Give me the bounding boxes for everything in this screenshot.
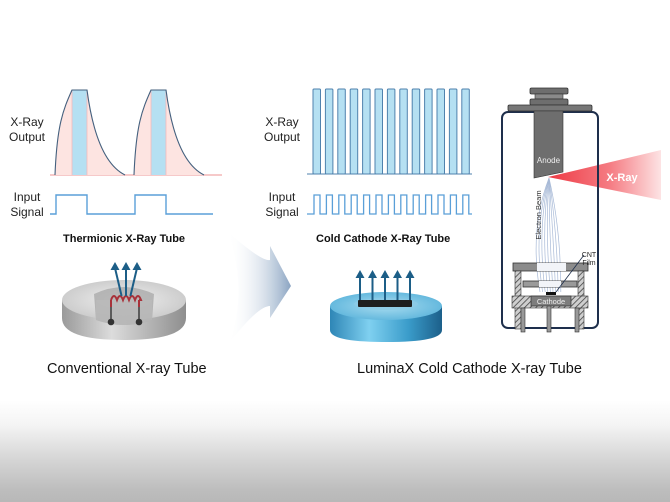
luminax-tube-illustration (330, 292, 442, 342)
thermionic-input-signal-waveform (50, 194, 213, 215)
decay-area (55, 90, 125, 175)
electron-beam-line (546, 177, 551, 293)
output-pulse (374, 88, 383, 175)
label-line: Signal (10, 205, 44, 219)
output-pulse (362, 88, 371, 175)
output-pulse (448, 88, 458, 175)
emission-arrow-head-icon (393, 270, 402, 278)
cold-cathode-title: Cold Cathode X-Ray Tube (316, 233, 451, 245)
cold-cathode-tube-cross-section: Anode X-Ray Electron Beam CNT Film Catho… (501, 87, 661, 333)
transition-arrow (228, 232, 291, 342)
conventional-caption: Conventional X-ray Tube (47, 361, 207, 377)
input-square-wave (307, 194, 472, 215)
emission-arrow-head-icon (368, 270, 377, 278)
cold-cathode-input-signal-waveform (307, 194, 472, 215)
label-line: Input (13, 190, 41, 204)
label-line: X-Ray (10, 115, 44, 129)
pulse-bar (151, 90, 166, 175)
cnt-film-label-line1: CNT (582, 252, 597, 259)
output-curve (133, 89, 205, 176)
output-pulse (324, 88, 334, 175)
cnt-emitter-chip (358, 300, 412, 307)
anode (533, 110, 564, 179)
output-pulse (461, 88, 470, 175)
electron-beam-line (538, 177, 550, 293)
output-pulse (436, 88, 445, 175)
output-pulse (337, 88, 346, 175)
electron-beam-line (535, 177, 550, 293)
label-line: Signal (265, 205, 299, 219)
emission-arrow-head-icon (380, 270, 390, 278)
electron-beam-line (548, 177, 562, 293)
emission-arrow-shaft (114, 267, 123, 297)
decay-area (134, 90, 204, 175)
output-pulse (349, 88, 359, 175)
cold-cathode-xray-output-waveform (307, 88, 472, 175)
cnt-film (546, 292, 556, 295)
luminax-caption: LuminaX Cold Cathode X-ray Tube (357, 361, 582, 377)
output-pulse (312, 88, 321, 175)
electron-beam (535, 177, 562, 293)
thermionic-input-signal-label: Input Signal (4, 190, 50, 220)
thermionic-xray-output-label: X-Ray Output (2, 115, 52, 145)
cathode-label: Cathode (537, 297, 565, 306)
emission-arrow-head-icon (405, 270, 415, 278)
label-line: Output (8, 130, 46, 144)
thermionic-title: Thermionic X-Ray Tube (63, 233, 186, 245)
terminal-dot-icon (135, 318, 143, 326)
cnt-film-label-line2: Film (582, 260, 595, 267)
cold-cathode-input-signal-label: Input Signal (259, 190, 305, 220)
label-line: Output (263, 130, 301, 144)
conventional-emission-arrows (110, 262, 142, 297)
emission-arrow-shaft (129, 267, 138, 297)
electron-beam-line (541, 177, 550, 293)
anode-label: Anode (537, 156, 561, 165)
electron-beam-line (544, 177, 550, 293)
thermionic-xray-output-waveform (50, 89, 222, 176)
xray-label: X-Ray (606, 172, 638, 184)
luminax-emission-arrows (355, 270, 415, 300)
output-pulse (411, 88, 421, 175)
emission-arrow-head-icon (355, 270, 365, 278)
emission-arrow-head-icon (132, 262, 142, 270)
conventional-tube-illustration (62, 280, 186, 340)
emission-arrow-head-icon (110, 262, 120, 270)
pulse-bar (72, 90, 87, 175)
electron-beam-line (548, 177, 554, 293)
filament-coil-icon (110, 295, 143, 307)
electron-beam-line (548, 177, 556, 293)
label-line: Input (268, 190, 296, 204)
label-line: X-Ray (265, 115, 299, 129)
terminal-dot-icon (107, 318, 115, 326)
output-pulse (386, 88, 396, 175)
output-pulse (399, 88, 408, 175)
electron-beam-label: Electron Beam (534, 190, 543, 239)
electron-beam-line (548, 177, 559, 293)
emission-arrow-head-icon (121, 262, 131, 270)
input-square-wave (50, 194, 213, 215)
cold-cathode-xray-output-label: X-Ray Output (257, 115, 307, 145)
output-pulse (424, 88, 433, 175)
output-curve (54, 89, 126, 176)
xray-beam (548, 150, 661, 200)
